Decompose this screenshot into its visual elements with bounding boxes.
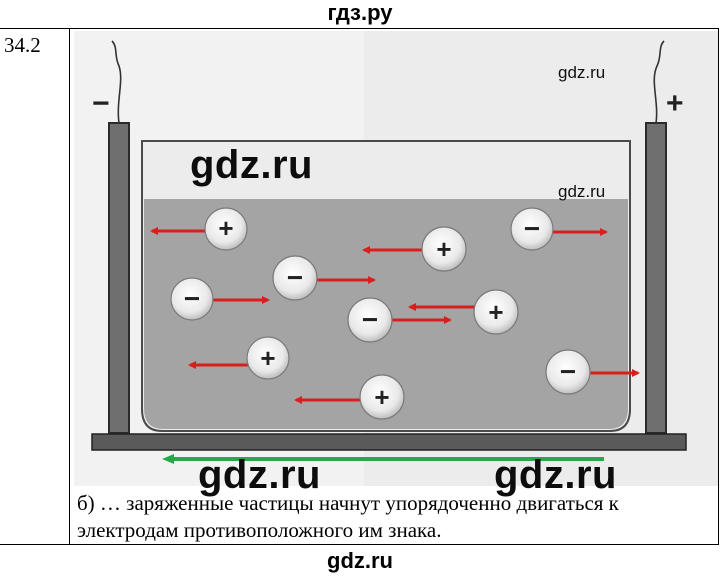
svg-text:−: − bbox=[287, 262, 303, 293]
site-header: гдз.ру bbox=[327, 0, 393, 25]
svg-text:+: + bbox=[436, 234, 451, 264]
svg-text:−: − bbox=[524, 213, 540, 244]
watermark: gdz.ru bbox=[198, 453, 321, 497]
negative-ion: − bbox=[170, 277, 214, 321]
svg-text:−: − bbox=[362, 304, 378, 335]
electrolysis-figure: − + + − + bbox=[74, 31, 718, 486]
answer-table: 34.2 − + bbox=[0, 28, 719, 545]
task-number: 34.2 bbox=[4, 33, 41, 57]
negative-ion: − bbox=[510, 207, 554, 251]
svg-text:−: − bbox=[184, 283, 200, 314]
right-electrode-sign: + bbox=[666, 87, 684, 120]
left-wire bbox=[111, 40, 122, 124]
positive-ion: + bbox=[421, 226, 467, 272]
negative-ion: − bbox=[272, 255, 318, 301]
left-electrode-sign: − bbox=[92, 87, 110, 120]
right-electrode bbox=[645, 122, 667, 434]
svg-text:+: + bbox=[218, 213, 233, 243]
site-footer: gdz.ru bbox=[327, 548, 393, 573]
watermark: gdz.ru bbox=[558, 63, 606, 82]
right-wire bbox=[653, 40, 665, 124]
left-electrode bbox=[108, 122, 130, 434]
svg-text:+: + bbox=[374, 382, 389, 412]
negative-ion: − bbox=[545, 349, 591, 395]
positive-ion: + bbox=[473, 289, 519, 335]
svg-text:−: − bbox=[560, 356, 576, 387]
positive-ion: + bbox=[204, 207, 248, 251]
positive-ion: + bbox=[359, 374, 405, 420]
svg-text:+: + bbox=[488, 297, 503, 327]
svg-text:+: + bbox=[260, 343, 275, 373]
positive-ion: + bbox=[246, 336, 290, 380]
answer-text: б) … заряженные частицы начнут упорядоче… bbox=[77, 491, 619, 542]
watermark: gdz.ru bbox=[558, 182, 606, 201]
watermark: gdz.ru bbox=[494, 453, 617, 497]
base-plate bbox=[91, 433, 687, 451]
negative-ion: − bbox=[347, 297, 393, 343]
watermark: gdz.ru bbox=[190, 143, 313, 187]
column-divider bbox=[69, 29, 70, 544]
